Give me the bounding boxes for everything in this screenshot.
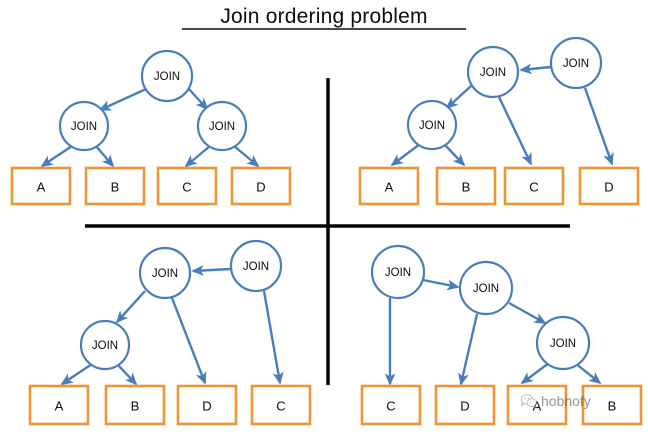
join-node-label: JOIN bbox=[92, 340, 118, 352]
relation-label: C bbox=[182, 180, 191, 195]
relation-box-a[interactable] bbox=[358, 166, 420, 206]
quadrants-layer: A B C D JOIN JOIN JOIN A B C D JOIN JOIN JOIN A B D C JOIN… bbox=[10, 36, 643, 426]
edge-q3-mid-to-q3-d bbox=[170, 297, 207, 385]
relation-box-c[interactable] bbox=[156, 166, 218, 206]
edge-q4-n2-to-q4-n3 bbox=[508, 301, 547, 325]
join-node-label: JOIN bbox=[209, 121, 235, 133]
join-node[interactable] bbox=[58, 100, 110, 152]
quadrant-right-deep-tree-cdab: C D A B JOIN JOIN JOIN bbox=[360, 244, 643, 426]
join-node-label: JOIN bbox=[154, 71, 180, 83]
relation-label: D bbox=[202, 399, 211, 414]
edge-q4-n3-to-q4-a bbox=[520, 362, 550, 385]
relation-label: D bbox=[256, 180, 265, 195]
join-node[interactable] bbox=[549, 36, 603, 90]
edge-q4-n3-to-q4-b bbox=[574, 362, 602, 385]
relation-box-a[interactable] bbox=[506, 384, 568, 426]
edge-q3-top-to-q3-c bbox=[262, 290, 284, 385]
join-node[interactable] bbox=[140, 49, 194, 103]
join-node[interactable] bbox=[535, 315, 591, 371]
edge-q1-right-to-q1-c bbox=[184, 145, 211, 168]
quadrant-left-deep-tree-abcd: A B C D JOIN JOIN JOIN bbox=[358, 36, 640, 206]
join-node[interactable] bbox=[79, 319, 131, 371]
join-node[interactable] bbox=[138, 246, 192, 300]
join-node-label: JOIN bbox=[71, 121, 97, 133]
relation-box-d[interactable] bbox=[230, 166, 292, 206]
join-node-label: JOIN bbox=[550, 338, 576, 350]
edge-q2-low-to-q2-b bbox=[443, 143, 466, 167]
relation-label: A bbox=[385, 180, 394, 195]
quadrant-bushy-balanced-tree: A B C D JOIN JOIN JOIN bbox=[10, 49, 292, 206]
relation-label: A bbox=[533, 399, 542, 414]
join-node-label: JOIN bbox=[419, 120, 445, 132]
join-node-label: JOIN bbox=[152, 268, 178, 280]
edge-q3-low-to-q3-a bbox=[60, 363, 93, 385]
edge-q1-left-to-q1-b bbox=[95, 145, 115, 168]
relation-label: B bbox=[462, 180, 471, 195]
edge-q2-mid-to-q2-low bbox=[445, 85, 472, 110]
join-node-label: JOIN bbox=[243, 261, 269, 273]
edge-q1-root-to-q1-left bbox=[98, 87, 147, 112]
relation-box-c[interactable] bbox=[250, 384, 312, 426]
relation-box-b[interactable] bbox=[104, 384, 166, 426]
quadrant-left-deep-tree-abdc: A B D C JOIN JOIN JOIN bbox=[28, 239, 312, 426]
edge-q3-low-to-q3-b bbox=[116, 363, 138, 386]
join-node[interactable] bbox=[458, 260, 514, 316]
relation-label: A bbox=[37, 180, 46, 195]
relation-label: B bbox=[131, 399, 140, 414]
relation-label: B bbox=[608, 399, 617, 414]
edge-q2-low-to-q2-a bbox=[390, 143, 421, 167]
relation-box-d[interactable] bbox=[176, 384, 238, 426]
relation-box-d[interactable] bbox=[578, 166, 640, 206]
relation-box-c[interactable] bbox=[360, 384, 422, 426]
edge-q1-right-to-q1-d bbox=[233, 145, 260, 168]
edge-q3-top-to-q3-mid bbox=[191, 264, 232, 276]
relation-label: D bbox=[604, 180, 613, 195]
join-node-label: JOIN bbox=[480, 67, 506, 79]
relation-label: B bbox=[111, 180, 120, 195]
edge-q1-left-to-q1-a bbox=[40, 145, 73, 167]
edge-q2-top-to-q2-d bbox=[583, 87, 614, 166]
relation-label: A bbox=[55, 399, 64, 414]
join-node[interactable] bbox=[229, 239, 283, 293]
edge-q2-mid-to-q2-c bbox=[497, 96, 533, 166]
relation-label: C bbox=[386, 399, 395, 414]
relation-box-d[interactable] bbox=[434, 384, 496, 426]
relation-label: D bbox=[460, 399, 469, 414]
relation-box-a[interactable] bbox=[28, 384, 90, 426]
join-node-label: JOIN bbox=[385, 267, 411, 279]
relation-box-b[interactable] bbox=[84, 166, 146, 206]
relation-box-b[interactable] bbox=[435, 166, 497, 206]
edge-q4-n2-to-q4-d bbox=[458, 313, 479, 386]
edge-q3-mid-to-q3-low bbox=[115, 290, 146, 324]
relation-box-b[interactable] bbox=[581, 384, 643, 426]
edge-q4-n1-to-q4-n2 bbox=[422, 278, 460, 291]
relation-box-a[interactable] bbox=[10, 166, 72, 206]
relation-label: C bbox=[529, 180, 538, 195]
edge-q1-root-to-q1-right bbox=[188, 88, 209, 111]
relation-box-c[interactable] bbox=[503, 166, 565, 206]
join-node-label: JOIN bbox=[563, 58, 589, 70]
join-node[interactable] bbox=[406, 99, 458, 151]
relation-label: C bbox=[276, 399, 285, 414]
join-node[interactable] bbox=[370, 244, 426, 300]
edge-q2-top-to-q2-mid bbox=[519, 63, 552, 75]
page-title: Join ordering problem bbox=[220, 5, 427, 28]
join-node-label: JOIN bbox=[473, 283, 499, 295]
join-node[interactable] bbox=[466, 45, 520, 99]
join-node[interactable] bbox=[196, 100, 248, 152]
